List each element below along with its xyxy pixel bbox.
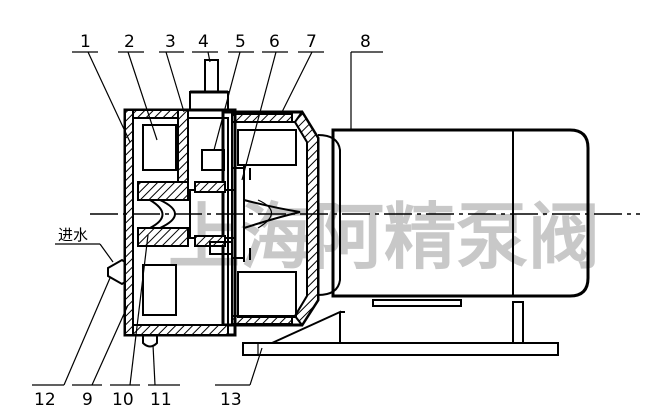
part-label-4: 4	[198, 32, 209, 52]
impeller-assembly	[137, 149, 301, 262]
base-plate	[242, 299, 559, 356]
part-label-7: 7	[306, 32, 317, 52]
part-label-2: 2	[124, 32, 135, 52]
part-label-13: 13	[220, 390, 242, 410]
part-label-8: 8	[360, 32, 371, 52]
part-label-10: 10	[112, 390, 134, 410]
top-leader-lines	[72, 51, 383, 181]
drain-plug	[142, 335, 158, 348]
bearing-housing	[221, 110, 320, 327]
part-label-11: 11	[150, 390, 172, 410]
part-label-9: 9	[82, 390, 93, 410]
part-label-3: 3	[165, 32, 176, 52]
part-label-6: 6	[269, 32, 280, 52]
part-label-1: 1	[80, 32, 91, 52]
part-label-5: 5	[235, 32, 246, 52]
watermark-text: 上海阿精泵阀	[168, 194, 600, 279]
bottom-leader-lines	[32, 234, 263, 386]
part-label-12: 12	[34, 390, 56, 410]
pump-casing	[123, 59, 237, 337]
inlet-label: 进水	[58, 226, 88, 244]
inlet-nozzle	[55, 243, 126, 286]
